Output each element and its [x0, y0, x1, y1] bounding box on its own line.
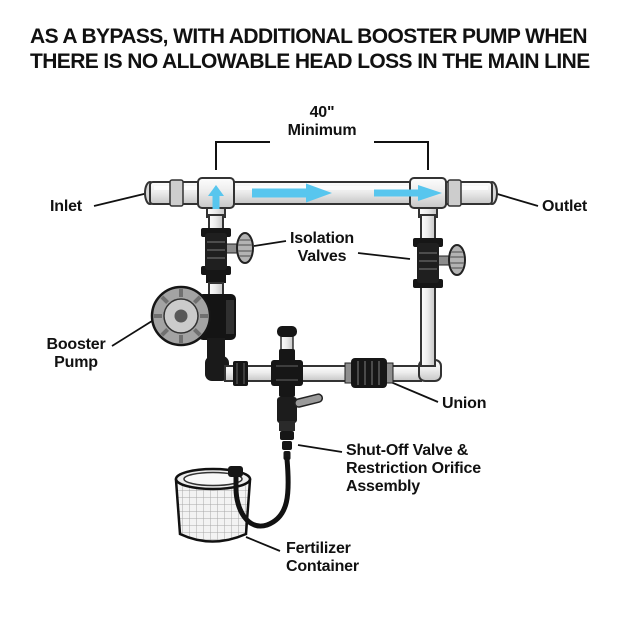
fertilizer-container-label: Fertilizer Container	[286, 540, 359, 576]
booster-leader	[111, 320, 153, 347]
bypass-pipe-right	[420, 214, 436, 367]
valve-handwheel-left	[236, 232, 254, 264]
dimension-label: 40" Minimum	[272, 104, 372, 140]
leader-lines	[93, 192, 539, 552]
isolation-valve-left	[201, 228, 254, 275]
shutoff-leader	[297, 444, 343, 453]
shutoff-assembly-label: Shut-Off Valve & Restriction Orifice Ass…	[346, 442, 481, 496]
dimension-caption: Minimum	[287, 122, 357, 140]
union-leader	[385, 379, 439, 403]
cross-top-cap	[277, 326, 297, 337]
elbow-left	[205, 356, 229, 381]
fertilizer-leader	[245, 536, 281, 552]
diagram-title: AS A BYPASS, WITH ADDITIONAL BOOSTER PUM…	[30, 24, 630, 74]
outlet-collar	[447, 179, 462, 207]
tubing-fitting	[228, 466, 243, 477]
isolation-valves-label: Isolation Valves	[290, 230, 354, 266]
flow-arrow-main	[252, 183, 332, 203]
isolation-valve-right	[413, 238, 466, 288]
inlet-leader	[93, 192, 149, 207]
inlet-label: Inlet	[50, 198, 82, 215]
injection-cross	[271, 326, 303, 397]
fertilizer-container-graphic	[174, 467, 252, 543]
union-fitting	[344, 358, 394, 388]
inlet-collar	[169, 179, 184, 207]
barb-fitting	[280, 431, 294, 460]
outlet-label: Outlet	[542, 198, 588, 215]
dimension-value: 40"	[309, 104, 335, 121]
pipe-coupling	[233, 361, 248, 386]
isolation-right-leader	[357, 252, 411, 260]
flow-arrow-right	[374, 185, 442, 201]
valve-lever	[294, 393, 324, 408]
valve-handwheel-right	[448, 244, 466, 276]
shutoff-valve-graphic	[277, 393, 324, 431]
booster-pump-label: Booster Pump	[46, 336, 106, 372]
suction-tubing	[228, 456, 291, 529]
dimension-bracket	[215, 141, 429, 170]
flow-arrows	[208, 183, 442, 209]
bypass-pipe-left-mid	[206, 275, 226, 298]
booster-pump-graphic	[150, 285, 236, 358]
title-line-1: AS A BYPASS, WITH ADDITIONAL BOOSTER PUM…	[30, 25, 588, 48]
isolation-left-leader	[253, 240, 287, 247]
union-label: Union	[442, 395, 487, 412]
title-line-2: THERE IS NO ALLOWABLE HEAD LOSS IN THE M…	[30, 50, 590, 74]
flow-arrow-up	[208, 185, 224, 209]
outlet-leader	[493, 192, 539, 207]
